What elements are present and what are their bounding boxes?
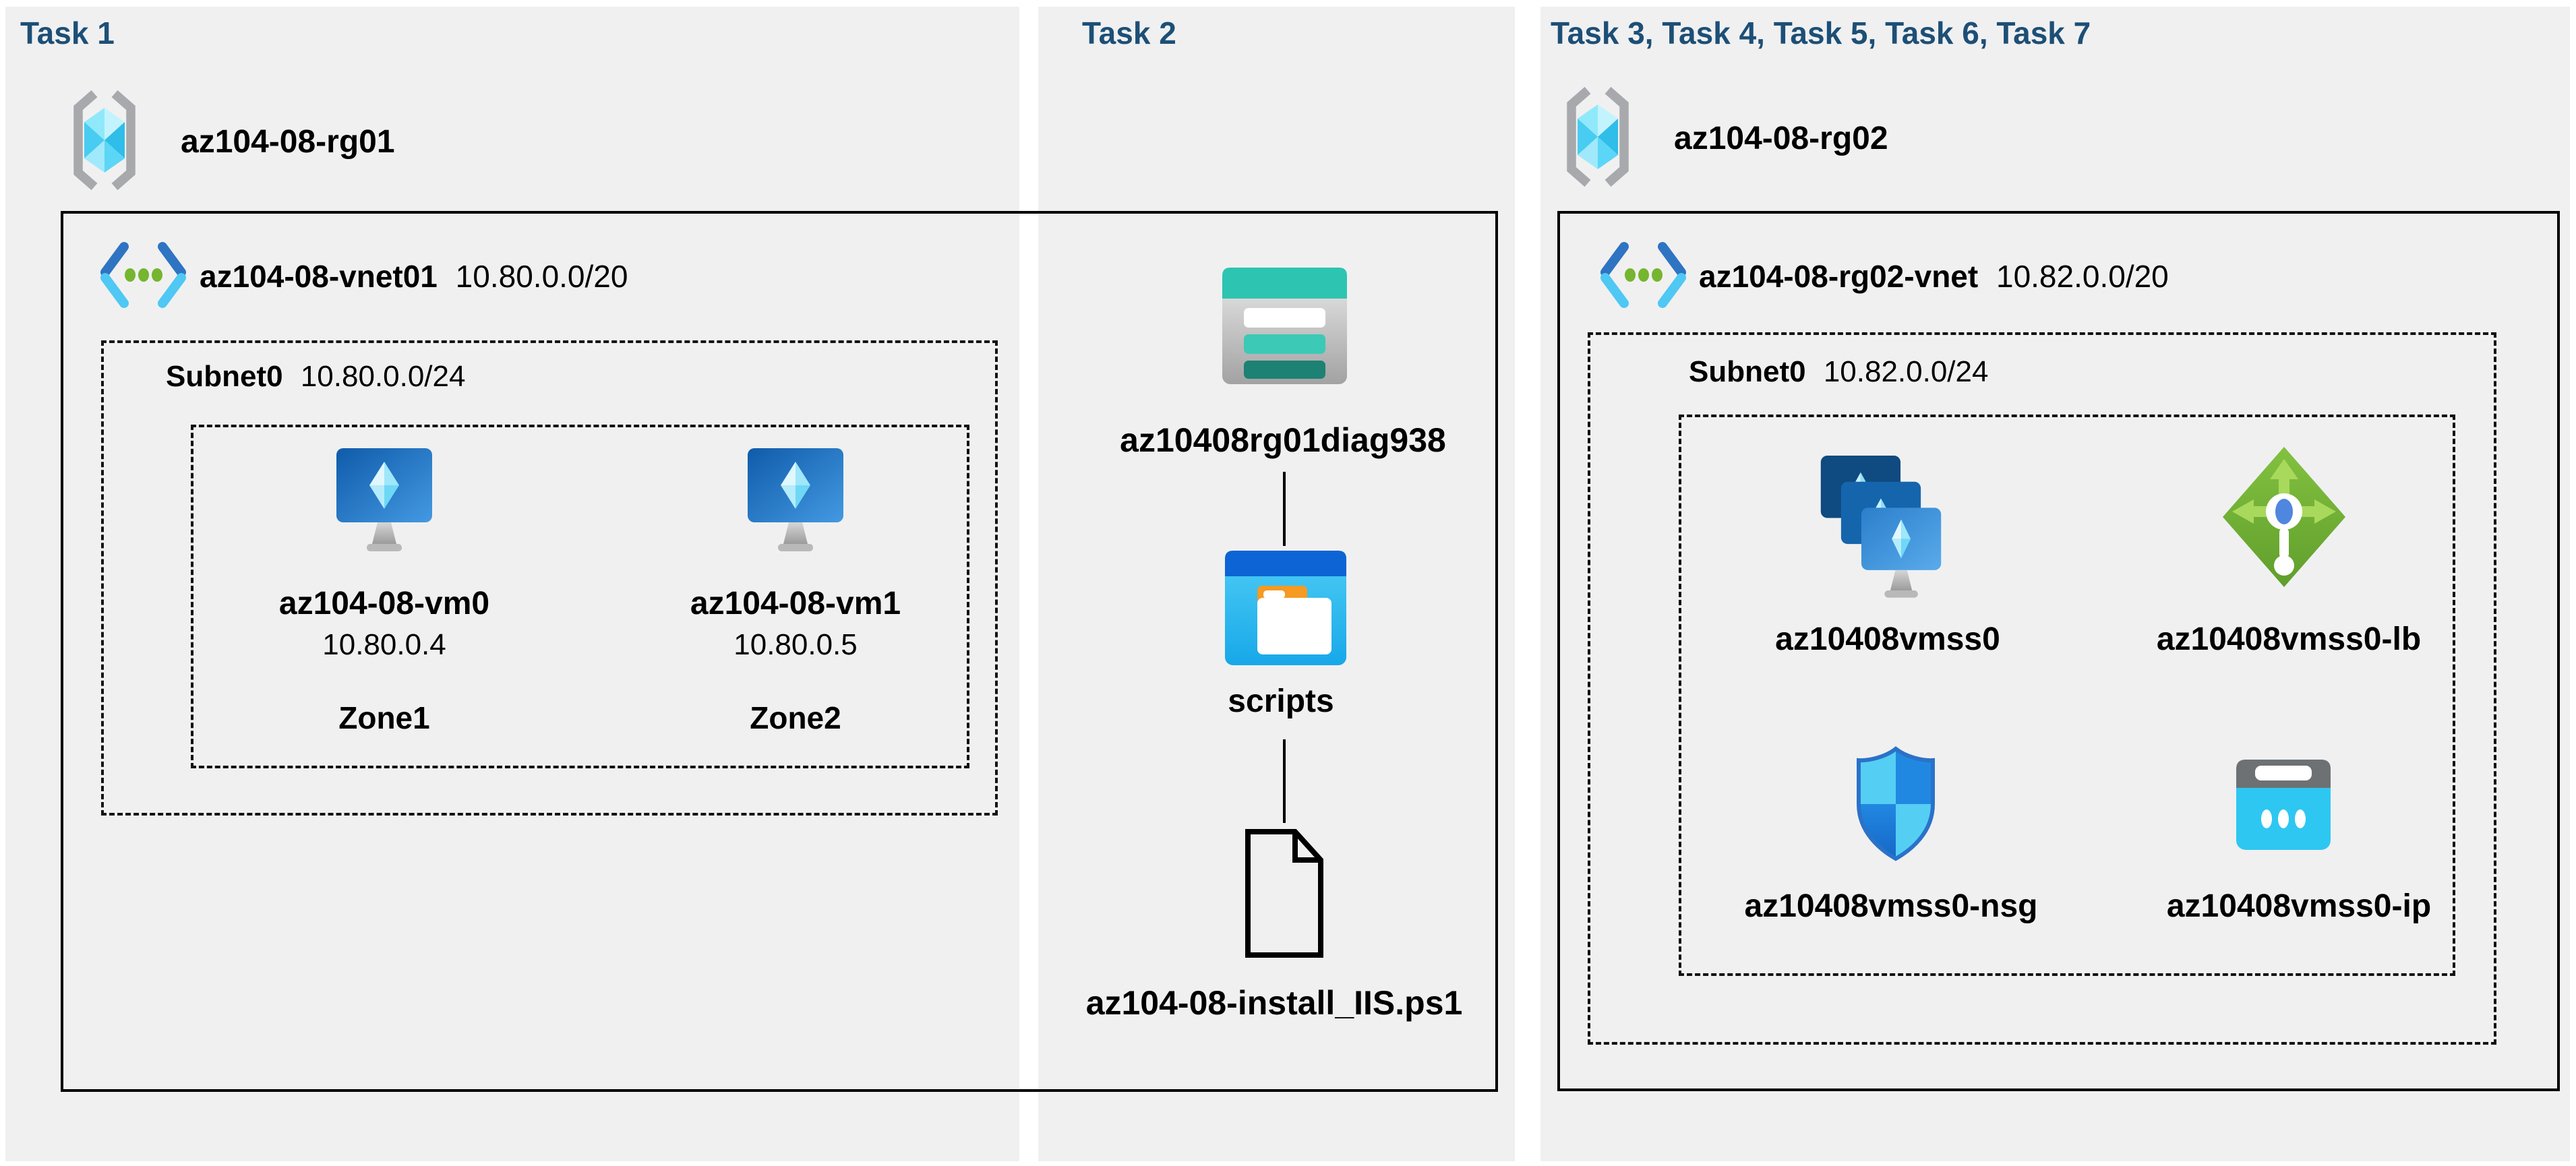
vm0-ip: 10.80.0.4 (322, 628, 446, 661)
script-file-name: az104-08-install_IIS.ps1 (1085, 984, 1463, 1022)
nsg-name: az10408vmss0-nsg (1744, 888, 2038, 924)
vnet1-name: az104-08-vnet01 (200, 259, 438, 294)
container-name: scripts (1228, 683, 1334, 719)
vnet1-cidr: 10.80.0.0/20 (455, 259, 628, 294)
subnet2-label: Subnet0 10.82.0.0/24 (1689, 355, 1988, 389)
task3-panel (1540, 7, 2570, 1161)
connector-container-to-file (1283, 739, 1286, 823)
subnet1-cidr: 10.80.0.0/24 (300, 360, 466, 393)
storage-account-name: az10408rg01diag938 (1120, 421, 1446, 459)
load-balancer-icon (2223, 447, 2345, 587)
resource-group-icon (1567, 86, 1629, 187)
public-ip-name: az10408vmss0-ip (2166, 888, 2432, 924)
virtual-machine-icon (336, 448, 432, 551)
subnet2-cidr: 10.82.0.0/24 (1823, 355, 1989, 388)
connector-storage-to-container (1283, 472, 1286, 546)
resource-group-name: az104-08-rg02 (1674, 121, 1888, 156)
subnet1-label: Subnet0 10.80.0.0/24 (166, 360, 465, 394)
vnet2-boundary-box (1557, 211, 2560, 1091)
resource-group-name: az104-08-rg01 (181, 124, 395, 160)
vm-scale-set-icon (1820, 456, 1942, 598)
subnet1-box (101, 340, 998, 816)
resource-group-icon (73, 90, 136, 191)
task1-heading: Task 1 (20, 16, 115, 51)
task2-heading: Task 2 (1082, 16, 1176, 51)
vmss-group-box (1679, 415, 2455, 976)
vm1-ip: 10.80.0.5 (733, 628, 858, 661)
vmss-name: az10408vmss0 (1775, 621, 2000, 657)
virtual-machine-icon (748, 448, 843, 551)
vm0-name: az104-08-vm0 (278, 586, 490, 621)
virtual-network-icon (100, 242, 186, 308)
vm1-zone: Zone2 (750, 700, 841, 735)
subnet2-box (1588, 332, 2496, 1045)
script-file-icon (1245, 829, 1323, 958)
vnet2-cidr: 10.82.0.0/20 (1996, 259, 2169, 294)
virtual-network-icon (1600, 242, 1686, 308)
vnet2-label: az104-08-rg02-vnet 10.82.0.0/20 (1699, 258, 2169, 295)
network-security-group-icon (1857, 746, 1935, 861)
subnet1-name: Subnet0 (166, 360, 283, 393)
vm-group-box (191, 425, 969, 768)
vnet1-boundary-box (61, 211, 1498, 1092)
subnet2-name: Subnet0 (1689, 355, 1806, 388)
vm0-zone: Zone1 (338, 700, 430, 735)
vnet2-name: az104-08-rg02-vnet (1699, 259, 1979, 294)
load-balancer-name: az10408vmss0-lb (2156, 621, 2422, 657)
vnet1-label: az104-08-vnet01 10.80.0.0/20 (200, 258, 628, 295)
storage-account-icon (1222, 268, 1347, 384)
blob-container-icon (1225, 551, 1346, 665)
task3-heading: Task 3, Task 4, Task 5, Task 6, Task 7 (1551, 16, 2091, 51)
public-ip-icon (2236, 760, 2331, 850)
task1-panel (5, 7, 1019, 1161)
vm1-name: az104-08-vm1 (690, 586, 901, 621)
